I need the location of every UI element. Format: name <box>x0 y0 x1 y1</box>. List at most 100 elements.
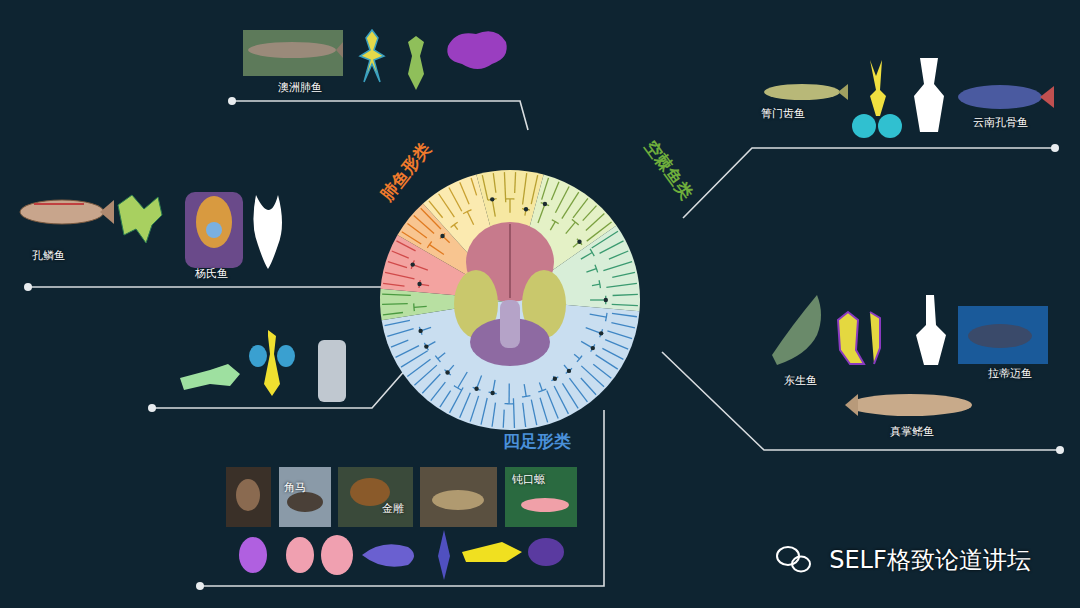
tree-branch <box>509 199 510 213</box>
tree-node-dot <box>524 207 528 211</box>
tree-branch <box>573 198 588 217</box>
tree-branch <box>467 212 473 225</box>
tree-branch <box>387 329 413 337</box>
tree-branch <box>612 272 635 277</box>
tree-branch <box>581 253 592 260</box>
tree-branch <box>396 241 415 251</box>
tree-branch <box>413 265 428 271</box>
tree-branch <box>385 320 410 325</box>
tree-branch <box>454 225 458 230</box>
tree-branch <box>450 388 464 413</box>
species-label: 云南孔骨鱼 <box>973 115 1028 130</box>
tree-node-dot <box>591 346 595 350</box>
tree-branch <box>541 203 549 206</box>
species-label: 金雕 <box>382 501 404 516</box>
tree-branch <box>382 303 408 305</box>
tree-branch <box>581 366 604 387</box>
onychodus-panel <box>764 58 1054 138</box>
species-label: 钝口螈 <box>512 472 545 487</box>
tree-branch <box>611 323 635 328</box>
tree-branch <box>414 306 427 308</box>
tetrapod-panel <box>226 467 577 580</box>
tree-branch <box>555 186 569 212</box>
tree-branch <box>460 182 469 204</box>
tree-branch <box>523 403 526 427</box>
tree-branch <box>551 182 559 200</box>
tree-branch <box>574 354 579 359</box>
tree-node-dot <box>440 234 444 238</box>
tree-node-dot <box>604 298 608 302</box>
tree-branch <box>590 299 606 300</box>
species-label: 箐门齿鱼 <box>761 106 805 121</box>
stem-tetrapod-renders <box>180 330 346 402</box>
tree-branch <box>602 348 623 359</box>
tree-branch <box>524 384 526 396</box>
tree-branch <box>440 391 451 407</box>
tree-branch <box>419 327 422 335</box>
phylogeny-ring <box>380 170 640 430</box>
tree-branch <box>566 222 576 233</box>
wechat-icon <box>777 547 810 572</box>
tree-branch <box>396 346 419 358</box>
tree-branch <box>431 382 446 401</box>
tree-branch <box>605 340 628 350</box>
tree-branch <box>586 328 601 334</box>
brain <box>454 222 566 366</box>
tree-branch <box>523 173 527 204</box>
tree-branch <box>458 372 468 388</box>
tree-branch <box>383 313 403 315</box>
tree-node-dot <box>577 239 581 243</box>
tree-branch <box>392 251 409 258</box>
species-label: 孔鳞鱼 <box>32 248 65 263</box>
tree-branch <box>388 262 407 268</box>
tree-node-dot <box>445 370 449 374</box>
tree-branch <box>508 384 509 404</box>
tree-branch <box>540 398 548 423</box>
tree-node-dot <box>418 329 422 333</box>
leader-lines <box>28 101 1060 586</box>
species-label: 杨氏鱼 <box>195 266 228 281</box>
tree-branch <box>592 284 600 285</box>
tree-branch <box>586 214 604 231</box>
tree-branch <box>613 294 638 295</box>
clade-label: 肺鱼形类 <box>376 138 436 206</box>
porolepis-panel <box>20 192 282 269</box>
tree-node-dot <box>553 377 557 381</box>
species-label: 角马 <box>284 480 306 495</box>
species-label: 真掌鳍鱼 <box>890 424 934 439</box>
tree-branch <box>481 398 487 425</box>
tree-branch <box>531 400 536 426</box>
tree-branch <box>531 175 537 204</box>
tree-branch <box>612 313 637 316</box>
tree-branch <box>600 241 624 253</box>
tree-branch <box>542 178 549 200</box>
tree-branch <box>596 355 618 369</box>
tree-branch <box>482 175 488 200</box>
species-label: 东生鱼 <box>784 373 817 388</box>
clade-sector <box>382 300 640 430</box>
tree-node-dot <box>567 369 571 373</box>
tree-branch <box>607 331 632 339</box>
tree-branch <box>586 269 596 273</box>
tree-node-dot <box>543 202 547 206</box>
tree-branch <box>600 329 603 337</box>
tree-branch <box>402 232 421 244</box>
tree-branch <box>473 387 481 390</box>
clade-label: 空棘鱼类 <box>639 136 698 205</box>
tree-node-dot <box>490 197 494 201</box>
tree-branch <box>514 172 516 193</box>
tree-branch <box>550 222 555 231</box>
tree-branch <box>554 386 568 414</box>
tree-branch <box>424 343 428 350</box>
lungfish-panel <box>243 16 507 90</box>
tree-branch <box>385 272 414 279</box>
tree-branch <box>493 173 496 193</box>
tree-branch <box>562 383 578 408</box>
leader-dots <box>24 97 1064 590</box>
tree-branch <box>606 283 637 287</box>
tree-branch <box>411 260 414 268</box>
tree-node-dot <box>599 331 603 335</box>
tree-branch <box>382 294 411 295</box>
